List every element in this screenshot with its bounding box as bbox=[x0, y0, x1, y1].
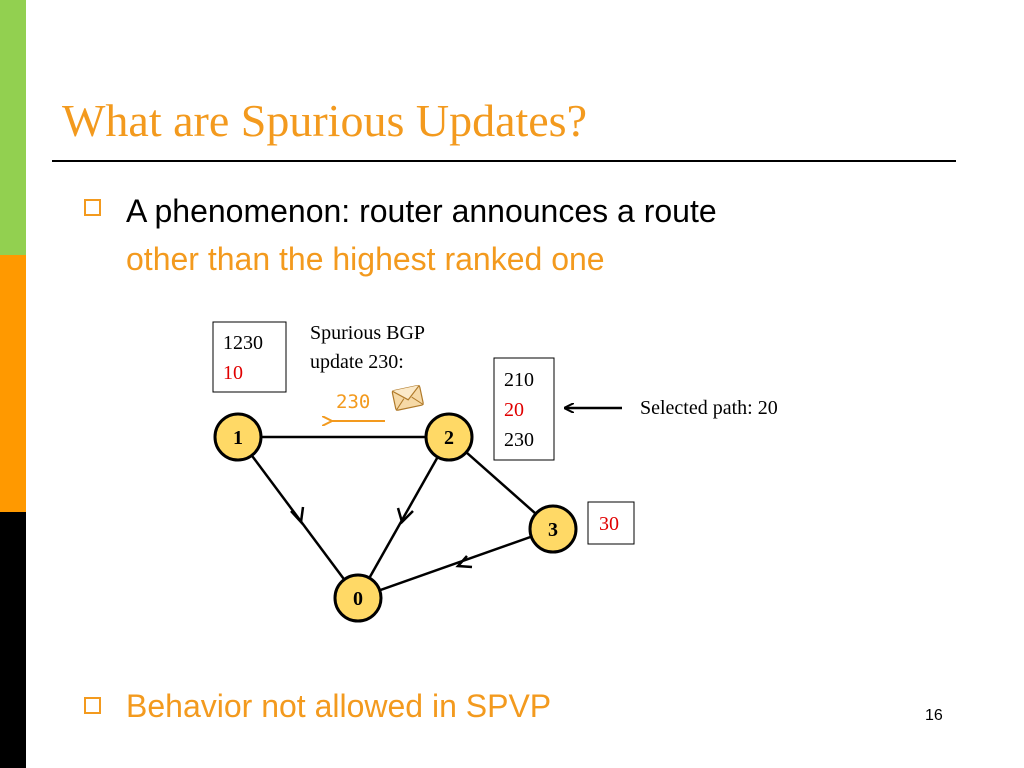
bullet-2-text: Behavior not allowed in SPVP bbox=[126, 688, 552, 724]
edge-2-0 bbox=[356, 436, 451, 599]
node-2-label: 2 bbox=[444, 427, 454, 449]
node-1-label: 1 bbox=[233, 427, 243, 449]
slide-title: What are Spurious Updates? bbox=[62, 95, 588, 146]
bullet-1-line-2: other than the highest ranked one bbox=[126, 241, 605, 277]
selected-path-label: Selected path: 20 bbox=[640, 397, 778, 419]
page-number: 16 bbox=[925, 707, 943, 724]
node-3: 3 bbox=[528, 504, 578, 554]
left-bar-green bbox=[0, 0, 26, 255]
node-0-label: 0 bbox=[353, 588, 363, 610]
edge-2-0-arrow bbox=[396, 507, 414, 525]
title-divider bbox=[52, 160, 956, 162]
left-bar-orange bbox=[0, 255, 26, 512]
node-1: 1 bbox=[213, 412, 263, 462]
edge-1-0-arrow bbox=[290, 506, 305, 525]
node-2-path-230: 230 bbox=[504, 429, 534, 451]
node-1-table: 1230 10 bbox=[212, 321, 287, 393]
bullet-marker-2 bbox=[84, 697, 101, 714]
edge-3-0 bbox=[357, 527, 554, 600]
node-2-table: 210 20 230 bbox=[493, 357, 555, 461]
node-0: 0 bbox=[333, 573, 383, 623]
node-1-path-10: 10 bbox=[223, 362, 243, 384]
node-3-table: 30 bbox=[587, 501, 635, 545]
edge-3-0-arrow bbox=[455, 555, 473, 569]
bullet-1-line-1: A phenomenon: router announces a route bbox=[126, 193, 717, 229]
node-3-label: 3 bbox=[548, 519, 558, 541]
bullet-marker-1 bbox=[84, 199, 101, 216]
message-label: 230 bbox=[336, 391, 370, 413]
node-1-path-1230: 1230 bbox=[223, 332, 263, 354]
envelope-icon bbox=[391, 384, 424, 411]
spurious-label-line-1: Spurious BGP bbox=[310, 322, 425, 344]
left-bar-black bbox=[0, 512, 26, 768]
spurious-label-line-2: update 230: bbox=[310, 351, 404, 373]
node-3-path-30: 30 bbox=[599, 513, 619, 535]
node-2-path-20: 20 bbox=[504, 399, 524, 421]
node-2-path-210: 210 bbox=[504, 369, 534, 391]
node-2: 2 bbox=[424, 412, 474, 462]
